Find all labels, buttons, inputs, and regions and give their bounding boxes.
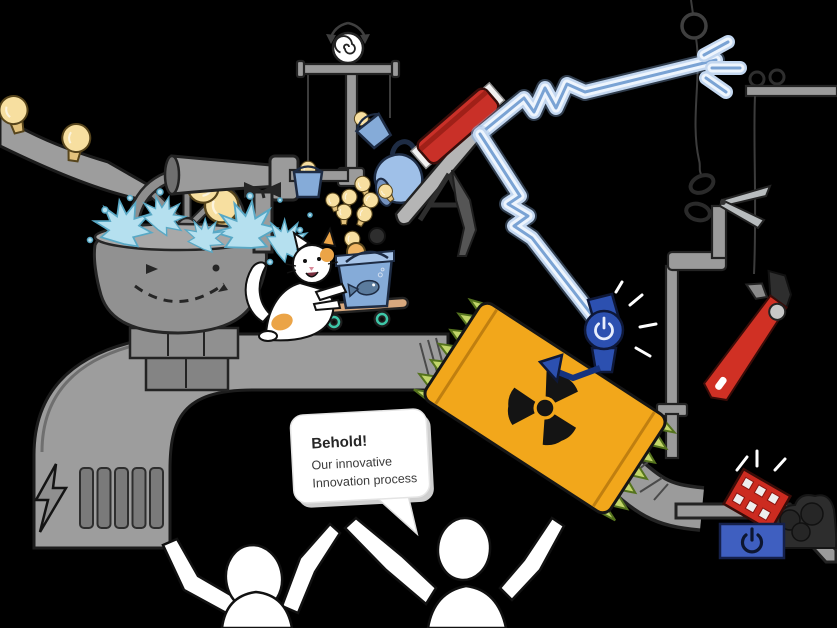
device-lever	[556, 365, 602, 382]
speech-bubble: Behold! Our innovative Innovation proces…	[289, 408, 434, 537]
person-arm	[498, 516, 566, 602]
easel	[417, 169, 478, 257]
fish-icon	[347, 267, 385, 298]
tipping-bucket	[351, 109, 393, 150]
power-device	[537, 292, 625, 384]
power-box	[718, 522, 786, 560]
power-icon	[740, 527, 764, 554]
person-head	[436, 516, 492, 582]
bubble-line-3: Innovation process	[312, 471, 418, 490]
arm-lower-segment	[471, 125, 611, 337]
cat	[244, 226, 348, 342]
wrench-string	[753, 95, 757, 275]
lever-flag	[537, 353, 564, 384]
person-body	[220, 590, 294, 628]
spiral-icon	[331, 31, 365, 65]
ring	[680, 12, 708, 40]
arm-upper-segment	[471, 51, 725, 143]
sparkle-lines	[735, 449, 787, 472]
pipe-wrench	[702, 269, 792, 402]
rod-bar	[744, 84, 837, 98]
riser-pipe	[664, 264, 680, 410]
person-body	[426, 584, 508, 628]
burnt-bulb	[368, 227, 386, 245]
scissors-icon	[684, 173, 772, 230]
person-left	[161, 522, 342, 628]
tub-face	[134, 264, 228, 303]
robot-arm	[471, 35, 747, 384]
lightning-bolt-icon	[33, 463, 69, 533]
cat-ear	[320, 226, 337, 248]
output-station	[674, 449, 837, 564]
arm-claw	[697, 35, 747, 99]
audience	[161, 516, 566, 628]
scale-beam	[298, 62, 398, 76]
rod-loop	[768, 68, 786, 86]
water-splashes	[86, 187, 323, 271]
book-ramp	[394, 81, 506, 257]
vent-grille	[79, 467, 164, 529]
cat-front-leg	[314, 282, 348, 302]
red-book	[409, 81, 506, 170]
coal-pile	[769, 494, 837, 549]
scissors-post	[710, 204, 728, 260]
sparkle-lines	[614, 280, 658, 358]
power-icon	[594, 316, 614, 341]
radiation-icon	[507, 366, 581, 450]
cat-front-leg	[312, 298, 342, 312]
person-right	[343, 516, 566, 628]
bulb-cascade	[323, 173, 399, 254]
bubble-line-2: Our innovative	[311, 454, 392, 472]
bubble-line-1: Behold!	[311, 433, 368, 453]
skateboard-wheel	[373, 310, 391, 328]
pedestal	[128, 326, 240, 392]
top-rod	[744, 68, 837, 98]
scissors-assembly	[666, 173, 772, 272]
funnel-mouth	[163, 154, 181, 196]
firecracker-brick	[721, 467, 793, 533]
radioactive-barrel	[413, 297, 678, 522]
scale-bucket-left	[292, 160, 324, 199]
cat-tail	[244, 261, 272, 324]
person-arm	[343, 516, 438, 606]
